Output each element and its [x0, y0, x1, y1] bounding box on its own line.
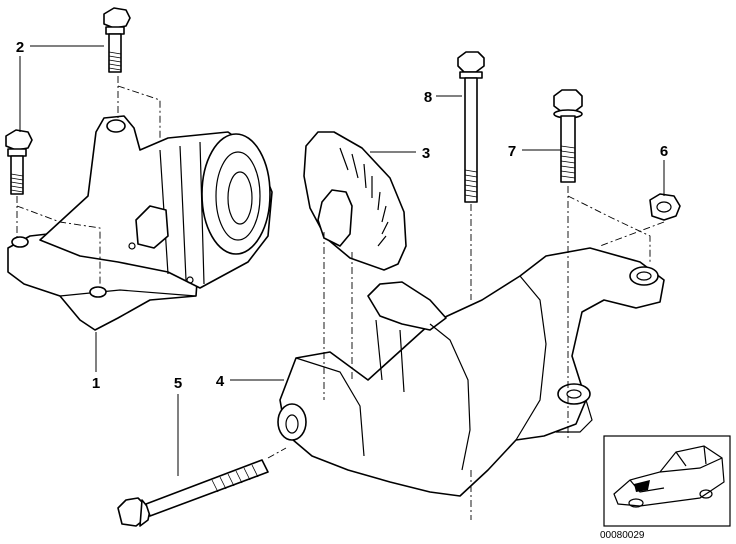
vehicle-thumbnail: 00080029 — [600, 435, 731, 541]
flange-bolt — [553, 89, 583, 183]
callout-5: 5 — [174, 375, 182, 392]
callout-leader-lines — [19, 45, 665, 476]
callout-1: 1 — [92, 375, 100, 392]
callout-2: 2 — [16, 39, 24, 56]
callout-7: 7 — [508, 143, 516, 160]
assembly-guide-lines — [16, 76, 665, 520]
image-code-label: 00080029 — [600, 530, 645, 541]
hex-bolt-long — [117, 459, 269, 527]
callout-8: 8 — [424, 89, 432, 106]
hex-bolt-left — [5, 129, 33, 195]
engine-mount-bearing — [7, 115, 273, 331]
callout-4: 4 — [216, 373, 225, 390]
callout-6: 6 — [660, 143, 668, 160]
callout-labels: 2 3 8 7 6 1 4 5 — [16, 39, 668, 392]
callout-3: 3 — [422, 145, 430, 162]
hex-nut — [649, 193, 681, 221]
stud-bolt-long — [457, 51, 485, 203]
hex-bolt-upper — [103, 7, 131, 73]
heat-shield-plate — [303, 131, 407, 271]
